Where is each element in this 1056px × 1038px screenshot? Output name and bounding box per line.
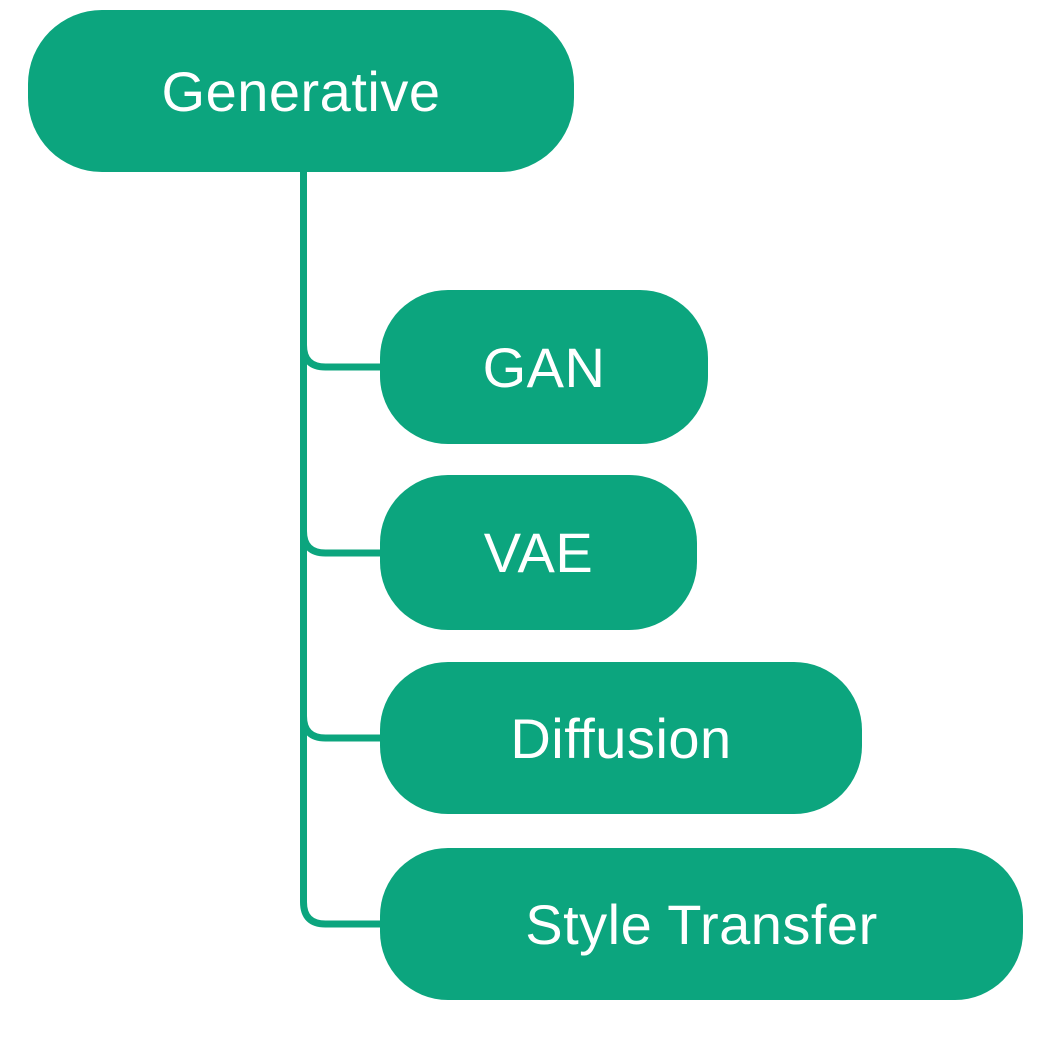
node-diffusion[interactable]: Diffusion xyxy=(380,662,862,814)
connector-trunk-to-style-transfer xyxy=(300,170,380,928)
node-gan[interactable]: GAN xyxy=(380,290,708,444)
node-vae[interactable]: VAE xyxy=(380,475,697,630)
connector-branch-diffusion xyxy=(300,715,380,742)
node-gan-label: GAN xyxy=(482,335,606,399)
connector-branch-gan xyxy=(300,344,380,371)
node-style-transfer-label: Style Transfer xyxy=(525,892,878,956)
node-vae-label: VAE xyxy=(483,521,594,584)
node-style-transfer[interactable]: Style Transfer xyxy=(380,848,1023,1000)
node-diffusion-label: Diffusion xyxy=(510,706,732,770)
node-generative[interactable]: Generative xyxy=(28,10,574,172)
connector-branch-vae xyxy=(300,530,380,557)
node-generative-label: Generative xyxy=(161,59,441,123)
